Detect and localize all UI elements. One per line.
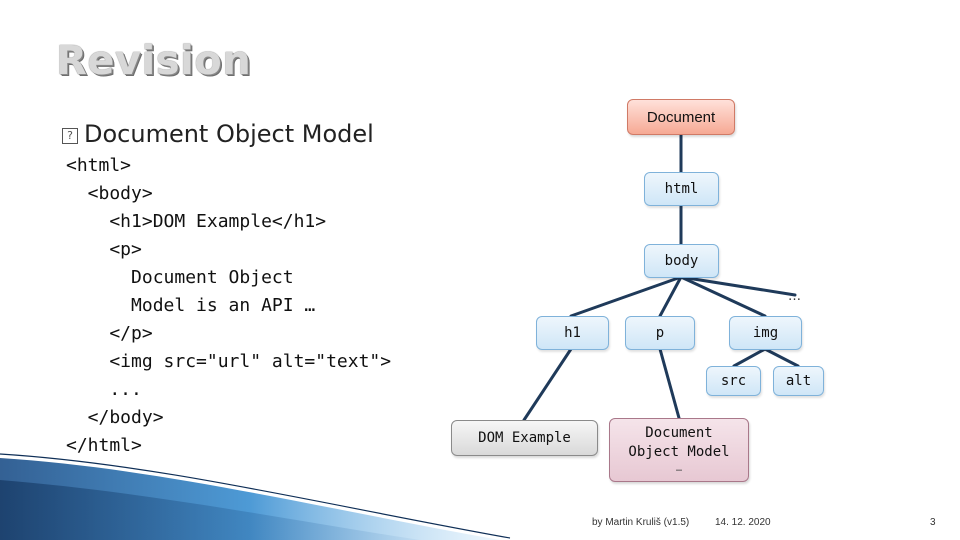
code-line: </body> [66,407,164,428]
code-line: <img src="url" alt="text"> [66,351,392,372]
bullet-text: Document Object Model [84,120,374,148]
code-line: <body> [66,183,153,204]
node-html: html [644,172,719,206]
bullet-item: Document Object Model [62,120,374,148]
node-h1-text: DOM Example [451,420,598,456]
html-code-block: <html> <body> <h1>DOM Example</h1> <p> D… [66,152,391,460]
edge-body-more [679,275,797,297]
node-p: p [625,316,695,350]
code-line: Document Object [66,267,294,288]
edge-h1-text [522,347,573,422]
node-body-label: body [664,253,699,269]
code-line: </p> [66,323,153,344]
bullet-icon [62,128,78,144]
footer-author: by Martin Kruliš (v1.5) [592,517,690,528]
edge-p-text [658,347,681,420]
node-body: body [644,244,719,278]
edge-body-p [658,275,683,318]
code-line: <html> [66,155,132,176]
decorative-swoosh [0,453,511,540]
node-p-text: Document Object Model … [609,418,749,482]
node-html-label: html [664,181,699,197]
code-line: </html> [66,435,142,456]
footer-date: 14. 12. 2020 [715,517,771,528]
code-line: <p> [66,239,142,260]
node-src-label: src [720,373,747,389]
edge-img-src [732,347,767,368]
page-number: 3 [930,517,936,528]
edge-img-alt [763,347,800,368]
code-line: Model is an API … [66,295,316,316]
code-line: <h1>DOM Example</h1> [66,211,327,232]
more-children-ellipsis: … [788,289,802,304]
node-p-label: p [655,325,665,341]
edge-body-h1 [569,275,683,318]
node-p-text-line2: Object Model [628,444,730,460]
node-h1-label: h1 [564,325,581,341]
node-src: src [706,366,761,396]
node-alt: alt [773,366,824,396]
node-img-label: img [752,325,779,341]
node-alt-label: alt [785,373,812,389]
node-h1: h1 [536,316,609,350]
node-document: Document [627,99,735,135]
node-p-text-more: … [675,463,683,474]
code-line: ... [66,379,142,400]
node-document-label: Document [646,108,716,126]
node-img: img [729,316,802,350]
node-p-text-line1: Document [645,425,713,441]
edge-body-img [679,275,767,318]
node-h1-text-label: DOM Example [478,430,571,446]
slide-title: Revision [56,38,252,84]
